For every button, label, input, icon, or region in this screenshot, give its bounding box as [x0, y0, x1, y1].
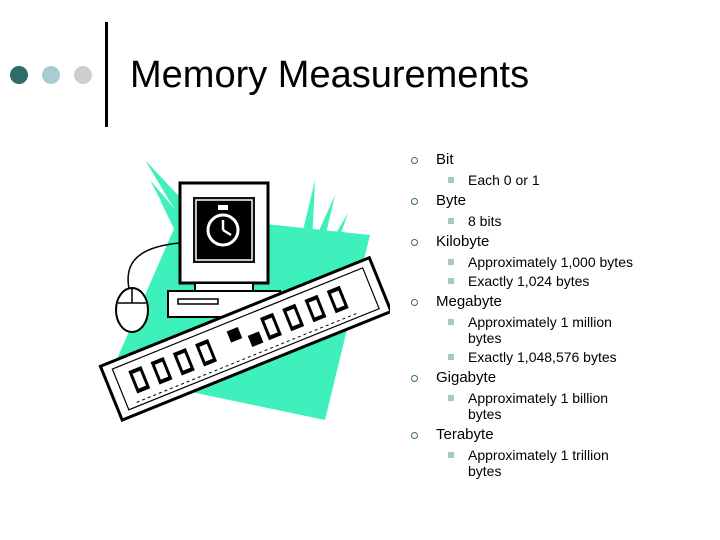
title-divider	[105, 22, 108, 127]
list-item: Megabyte Approximately 1 million bytes E…	[408, 292, 708, 365]
square-bullet-icon	[448, 177, 454, 183]
bullet-list: Bit Each 0 or 1 Byte 8 bits Kilobyte App…	[408, 150, 708, 482]
list-item: Bit Each 0 or 1	[408, 150, 708, 188]
computer-memory-clipart	[98, 160, 390, 423]
sub-item: Exactly 1,024 bytes	[468, 273, 590, 289]
square-bullet-icon	[448, 319, 454, 325]
list-item: Kilobyte Approximately 1,000 bytes Exact…	[408, 232, 708, 289]
slide-title: Memory Measurements	[130, 54, 530, 96]
item-label: Kilobyte	[436, 233, 490, 250]
dark-teal-dot	[10, 66, 28, 84]
square-bullet-icon	[448, 354, 454, 360]
sub-item: Each 0 or 1	[468, 172, 540, 188]
square-bullet-icon	[448, 259, 454, 265]
circle-bullet-icon	[411, 299, 418, 306]
sub-item: Exactly 1,048,576 bytes	[468, 349, 617, 365]
circle-bullet-icon	[411, 432, 418, 439]
square-bullet-icon	[448, 218, 454, 224]
item-label: Bit	[436, 151, 454, 168]
gray-dot	[74, 66, 92, 84]
square-bullet-icon	[448, 395, 454, 401]
circle-bullet-icon	[411, 157, 418, 164]
decorative-dots	[10, 66, 100, 84]
light-teal-dot	[42, 66, 60, 84]
list-item: Gigabyte Approximately 1 billion bytes	[408, 368, 708, 422]
sub-item: Approximately 1,000 bytes	[468, 254, 633, 270]
item-label: Megabyte	[436, 293, 502, 310]
list-item: Byte 8 bits	[408, 191, 708, 229]
circle-bullet-icon	[411, 198, 418, 205]
sub-item: Approximately 1 trillion bytes	[468, 447, 609, 479]
list-item: Terabyte Approximately 1 trillion bytes	[408, 425, 708, 479]
sub-item: 8 bits	[468, 213, 502, 229]
item-label: Terabyte	[436, 426, 494, 443]
sub-item: Approximately 1 million bytes	[468, 314, 612, 346]
item-label: Byte	[436, 192, 467, 209]
square-bullet-icon	[448, 452, 454, 458]
circle-bullet-icon	[411, 239, 418, 246]
sub-item: Approximately 1 billion bytes	[468, 390, 609, 422]
circle-bullet-icon	[411, 375, 418, 382]
square-bullet-icon	[448, 278, 454, 284]
item-label: Gigabyte	[436, 369, 497, 386]
